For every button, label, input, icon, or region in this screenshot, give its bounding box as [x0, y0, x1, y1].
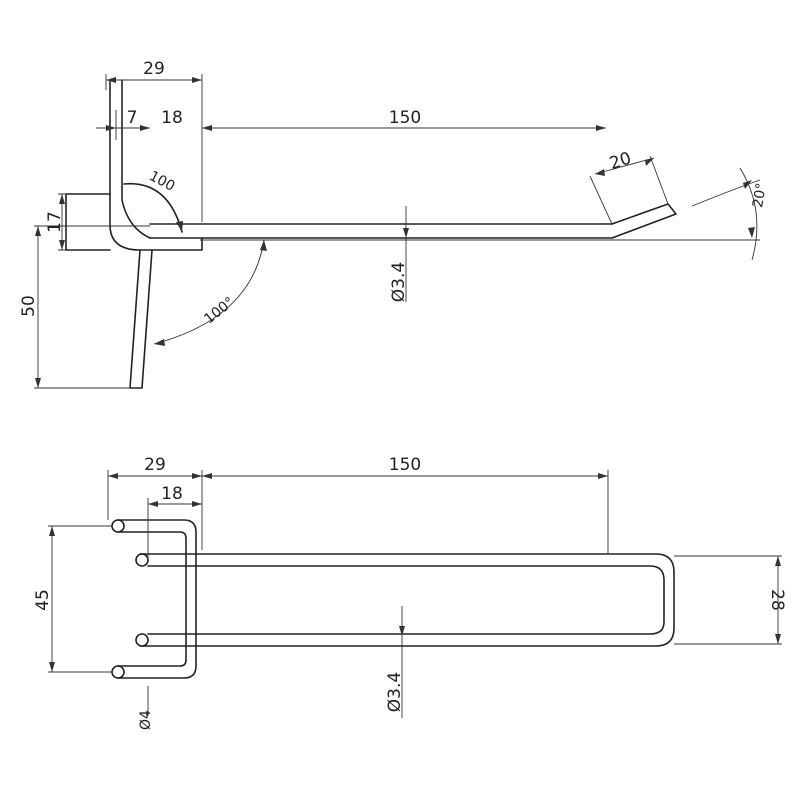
side-view: 29 7 18 150 100 20 20° 17 50 100° Ø3.4 [19, 59, 770, 389]
side-dim-tip-angle: 20° [750, 182, 770, 209]
side-view-labels: 29 7 18 150 100 20 20° 17 50 100° Ø3.4 [19, 59, 770, 328]
top-dim-wire-diameter: Ø3.4 [385, 672, 405, 712]
top-view-dimension-lines [48, 470, 782, 718]
side-dim-bend-radius: 100 [146, 168, 177, 195]
top-view-hook-outline [111, 519, 675, 679]
top-dim-inner-width: 18 [161, 484, 183, 504]
side-dim-inner-width: 18 [161, 108, 183, 128]
top-dim-length: 150 [389, 455, 421, 475]
side-view-arrowheads [35, 77, 755, 388]
side-view-hook-outline [65, 79, 677, 389]
top-dim-total-width: 29 [144, 455, 166, 475]
top-view-labels: 29 150 18 45 28 Ø3.4 Ø4 [33, 455, 787, 730]
top-dim-wire-spacing: 28 [767, 589, 787, 611]
side-dim-offset: 7 [127, 108, 138, 128]
side-view-dimension-lines [34, 74, 761, 389]
side-dim-tip-length: 20 [607, 148, 634, 174]
top-dim-span: 45 [33, 589, 53, 611]
top-view-arrowheads [49, 473, 781, 672]
side-dim-total-width: 29 [143, 59, 165, 79]
top-dim-frame-diameter: Ø4 [138, 710, 154, 730]
side-dim-height: 17 [45, 211, 65, 233]
side-dim-hook-angle: 100° [201, 294, 237, 327]
side-dim-wire-diameter: Ø3.4 [389, 262, 409, 302]
side-dim-depth: 50 [19, 295, 39, 317]
top-view: 29 150 18 45 28 Ø3.4 Ø4 [33, 455, 787, 730]
side-dim-length: 150 [389, 108, 421, 128]
